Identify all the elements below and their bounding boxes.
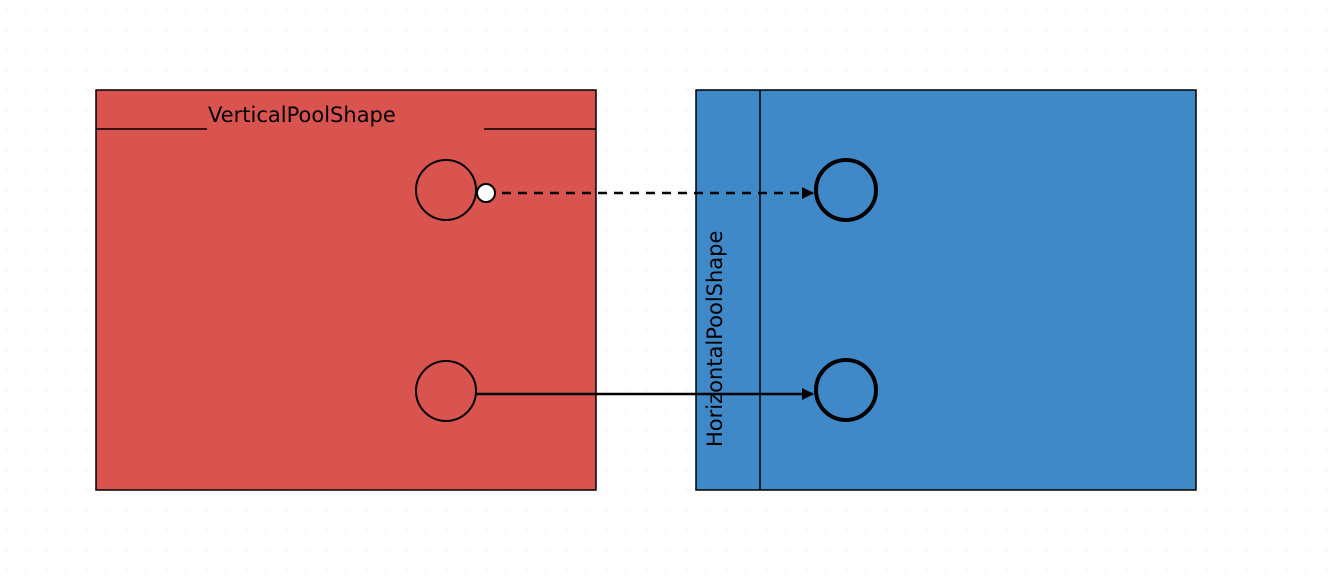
horizontal-pool-body[interactable] [695, 89, 1197, 491]
vertical-pool[interactable]: VerticalPoolShape [95, 89, 597, 491]
target-node-top[interactable] [814, 158, 878, 222]
horizontal-pool-label: HorizontalPoolShape [703, 231, 727, 447]
horizontal-pool[interactable]: HorizontalPoolShape [695, 89, 1197, 491]
source-node-top[interactable] [415, 159, 477, 221]
connection-port[interactable] [476, 183, 496, 203]
target-node-bottom[interactable] [814, 358, 878, 422]
vertical-pool-body[interactable] [95, 89, 597, 491]
source-node-bottom[interactable] [415, 360, 477, 422]
vertical-pool-label: VerticalPoolShape [208, 103, 396, 127]
